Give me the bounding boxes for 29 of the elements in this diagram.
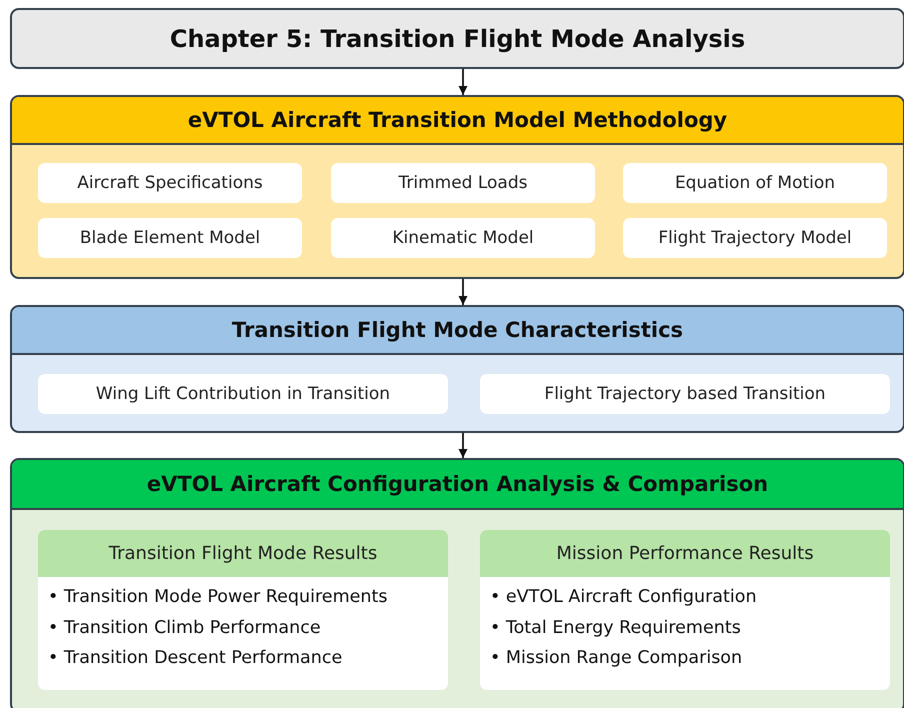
arrow (458, 69, 468, 95)
title-text: Chapter 5: Transition Flight Mode Analysis (170, 24, 746, 52)
topic-box: Flight Trajectory based Transition (480, 374, 890, 414)
arrow (458, 279, 468, 305)
topic-box: Trimmed Loads (331, 163, 595, 203)
bullet-item: • Transition Descent Performance (48, 647, 344, 670)
topic-box: Aircraft Specifications (38, 163, 302, 203)
bullet-item: • Transition Mode Power Requirements (48, 586, 388, 609)
section-panel (10, 305, 904, 433)
bullet-item: • eVTOL Aircraft Configuration (490, 586, 757, 609)
bullet-item: • Transition Climb Performance (48, 616, 322, 640)
section-header: Transition Flight Mode Characteristics (12, 307, 903, 355)
section-panel (10, 458, 904, 708)
topic-box: Flight Trajectory Model (623, 218, 887, 258)
bullet-item: • Total Energy Requirements (490, 616, 742, 640)
results-card (480, 530, 890, 690)
topic-box: Equation of Motion (623, 163, 887, 203)
arrow (458, 433, 468, 458)
results-card (38, 530, 448, 690)
section-header: eVTOL Aircraft Configuration Analysis & Comparison (12, 460, 903, 510)
topic-box: Blade Element Model (38, 218, 302, 258)
section-header: eVTOL Aircraft Transition Model Methodology (12, 97, 903, 145)
section-panel (10, 95, 904, 279)
bullet-item: • Mission Range Comparison (490, 647, 744, 670)
card-header: Transition Flight Mode Results (38, 530, 448, 577)
topic-box: Wing Lift Contribution in Transition (38, 374, 448, 414)
card-header: Mission Performance Results (480, 530, 890, 577)
topic-box: Kinematic Model (331, 218, 595, 258)
title-box (10, 8, 904, 69)
